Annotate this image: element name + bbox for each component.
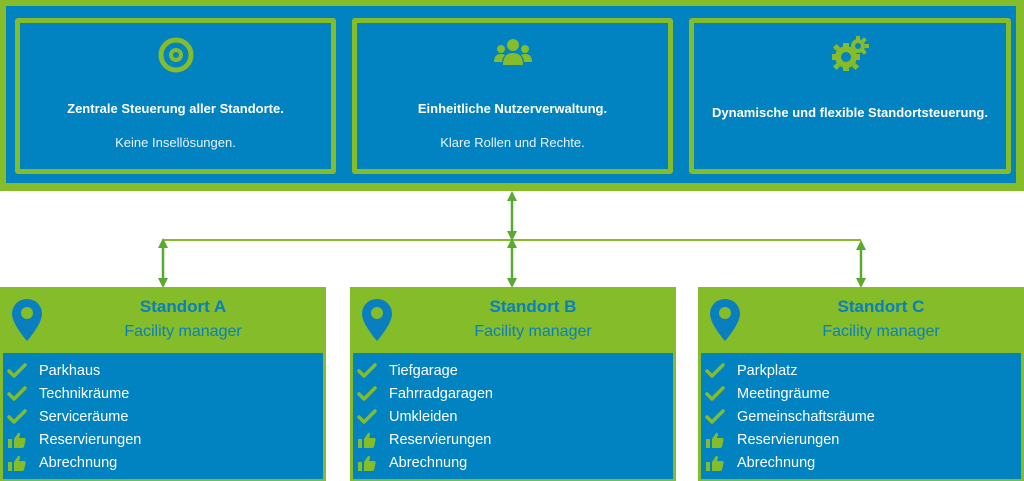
feature-subtitle: Keine Insellösungen. [115, 135, 236, 150]
site-role: Facility manager [474, 323, 592, 340]
map-pin-icon [12, 299, 42, 341]
site-feature-item: Reservierungen [3, 429, 323, 452]
target-icon [158, 37, 193, 73]
site-name: Standort A [139, 297, 227, 316]
gears-icon [832, 36, 869, 71]
feature-subtitle: Klare Rollen und Rechte. [440, 135, 585, 150]
site-feature-item: Reservierungen [701, 429, 1021, 452]
thumbs-up-icon [8, 432, 26, 449]
thumbs-up-icon [358, 432, 376, 449]
site-feature-label: Abrechnung [389, 455, 468, 472]
check-icon [7, 386, 27, 401]
site-feature-label: Tiefgarage [389, 362, 458, 379]
feature-title: Zentrale Steuerung aller Standorte. [67, 101, 284, 116]
check-icon [357, 386, 377, 401]
site-feature-item: Parkhaus [3, 359, 323, 382]
site-feature-label: Abrechnung [39, 455, 118, 472]
site-header: Standort A Facility manager [0, 287, 326, 352]
site-name: Standort C [837, 297, 925, 316]
site-feature-label: Reservierungen [737, 432, 840, 449]
site-feature-item: Tiefgarage [353, 359, 673, 382]
check-icon [357, 409, 377, 424]
feature-panel-central-control: Zentrale Steuerung aller Standorte. Kein… [15, 18, 336, 174]
site-feature-item: Technikräume [3, 382, 323, 405]
site-role: Facility manager [822, 323, 940, 340]
feature-title: Einheitliche Nutzerverwaltung. [417, 101, 608, 116]
site-feature-item: Parkplatz [701, 359, 1021, 382]
users-icon [493, 39, 532, 65]
site-feature-item: Abrechnung [3, 452, 323, 475]
site-feature-label: Gemeinschaftsräume [737, 408, 875, 425]
site-feature-label: Serviceräume [39, 408, 129, 425]
check-icon [705, 362, 725, 378]
site-feature-item: Meetingräume [701, 382, 1021, 405]
site-feature-item: Serviceräume [3, 405, 323, 428]
site-feature-label: Abrechnung [737, 455, 816, 472]
site-feature-item: Reservierungen [353, 429, 673, 452]
thumbs-up-icon [8, 456, 26, 472]
site-feature-label: Reservierungen [39, 432, 142, 449]
thumbs-up-icon [706, 456, 724, 472]
site-feature-item: Fahrradgaragen [353, 382, 673, 405]
site-feature-label: Parkplatz [737, 362, 798, 379]
check-icon [705, 409, 725, 424]
site-header: Standort B Facility manager [350, 287, 676, 352]
site-feature-label: Parkhaus [39, 362, 101, 379]
site-feature-label: Technikräume [39, 385, 130, 402]
check-icon [705, 386, 725, 401]
site-role: Facility manager [124, 323, 242, 340]
feature-panel-dynamic-control: Dynamische und flexible Standortsteuerun… [689, 18, 1011, 174]
site-feature-label: Fahrradgaragen [389, 385, 493, 402]
site-feature-item: Abrechnung [701, 452, 1021, 475]
site-header: Standort C Facility manager [698, 287, 1024, 352]
feature-title: Dynamische und flexible Standortsteuerun… [712, 105, 988, 120]
site-feature-label: Meetingräume [737, 385, 830, 402]
map-pin-icon [710, 299, 740, 341]
site-feature-label: Reservierungen [389, 432, 492, 449]
site-feature-item: Umkleiden [353, 405, 673, 428]
thumbs-up-icon [358, 456, 376, 472]
check-icon [7, 362, 27, 378]
thumbs-up-icon [706, 432, 724, 449]
site-feature-item: Abrechnung [353, 452, 673, 475]
site-name: Standort B [489, 297, 577, 316]
map-pin-icon [362, 299, 392, 341]
site-feature-label: Umkleiden [389, 408, 458, 425]
check-icon [357, 362, 377, 378]
check-icon [7, 409, 27, 424]
feature-panel-user-management: Einheitliche Nutzerverwaltung. Klare Rol… [352, 18, 673, 174]
site-feature-item: Gemeinschaftsräume [701, 405, 1021, 428]
